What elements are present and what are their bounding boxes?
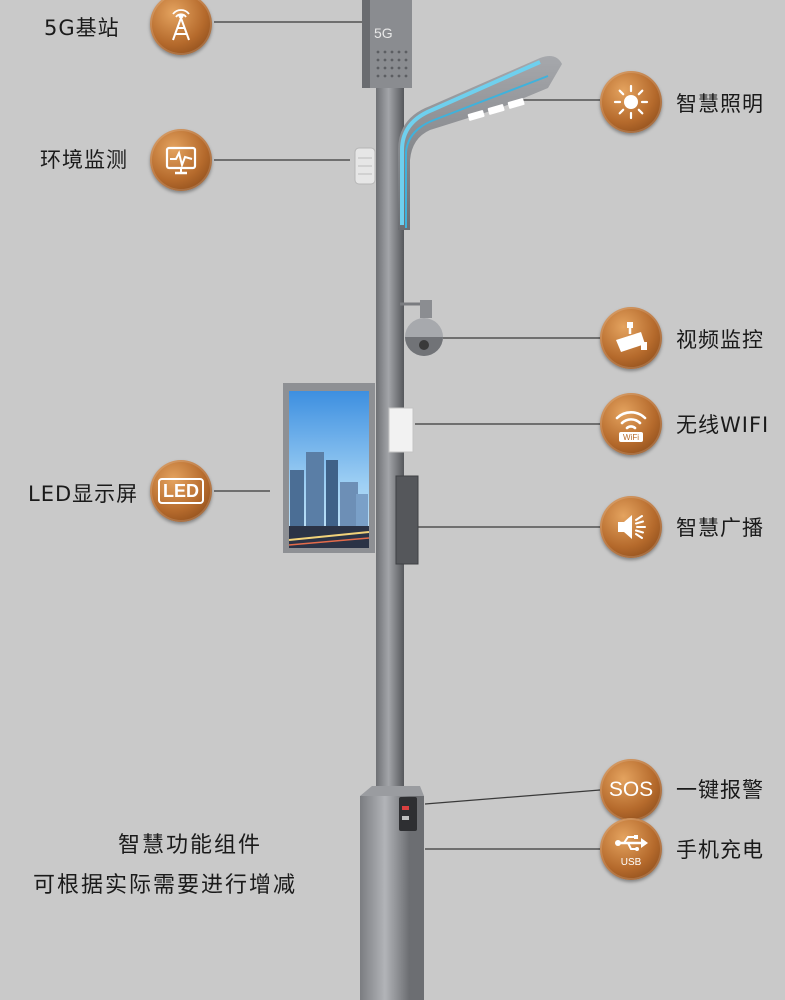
leader-lines bbox=[214, 21, 601, 850]
environment-sensor bbox=[354, 147, 376, 185]
leader-line-sos bbox=[424, 789, 601, 805]
lamp-arm bbox=[398, 56, 562, 230]
cctv-camera bbox=[400, 300, 443, 356]
badge-lighting bbox=[600, 71, 662, 133]
label-led-display: LED显示屏 bbox=[28, 482, 139, 506]
sos-icon: SOS bbox=[608, 778, 654, 801]
label-environment-monitoring: 环境监测 bbox=[40, 148, 128, 172]
vent-grille bbox=[376, 50, 408, 78]
usb-badge-text: USB bbox=[621, 857, 642, 868]
lamp-leds bbox=[467, 98, 525, 121]
badge-sos: SOS bbox=[600, 759, 662, 821]
sun-icon bbox=[613, 84, 649, 120]
badge-5g bbox=[150, 0, 212, 55]
badge-video bbox=[600, 307, 662, 369]
pole-5g-tag: 5G bbox=[374, 25, 393, 41]
led-icon: LED bbox=[158, 478, 204, 504]
wifi-badge-text: WiFi bbox=[623, 433, 639, 442]
badge-broadcast bbox=[600, 496, 662, 558]
badge-wifi: WiFi bbox=[600, 393, 662, 455]
label-phone-charging: 手机充电 bbox=[676, 838, 764, 862]
label-wireless-wifi: 无线WIFI bbox=[676, 413, 770, 437]
led-screen-buildings bbox=[290, 452, 368, 548]
label-smart-broadcast: 智慧广播 bbox=[676, 516, 764, 540]
caption-line-2: 可根据实际需要进行增减 bbox=[32, 873, 297, 898]
label-video-surveillance: 视频监控 bbox=[676, 328, 764, 352]
led-screen bbox=[283, 383, 375, 553]
wifi-box bbox=[388, 407, 414, 453]
speaker-icon bbox=[618, 515, 646, 539]
badge-led: LED bbox=[150, 460, 212, 522]
wifi-icon: WiFi bbox=[615, 411, 647, 442]
5g-antenna-box: 5G bbox=[362, 0, 412, 88]
pole-base-cabinet bbox=[360, 786, 424, 1000]
usb-icon: USB bbox=[615, 835, 648, 868]
antenna-tower-icon bbox=[172, 9, 190, 41]
badge-environment bbox=[150, 129, 212, 191]
label-5g-base-station: 5G基站 bbox=[44, 16, 120, 40]
monitor-pulse-icon bbox=[165, 146, 197, 175]
speaker-box bbox=[395, 475, 419, 565]
cctv-camera-icon bbox=[616, 322, 647, 352]
badge-usb: USB bbox=[600, 818, 662, 880]
label-one-key-alarm: 一键报警 bbox=[676, 778, 764, 802]
label-smart-lighting: 智慧照明 bbox=[676, 92, 764, 116]
caption-line-1: 智慧功能组件 bbox=[117, 833, 262, 858]
